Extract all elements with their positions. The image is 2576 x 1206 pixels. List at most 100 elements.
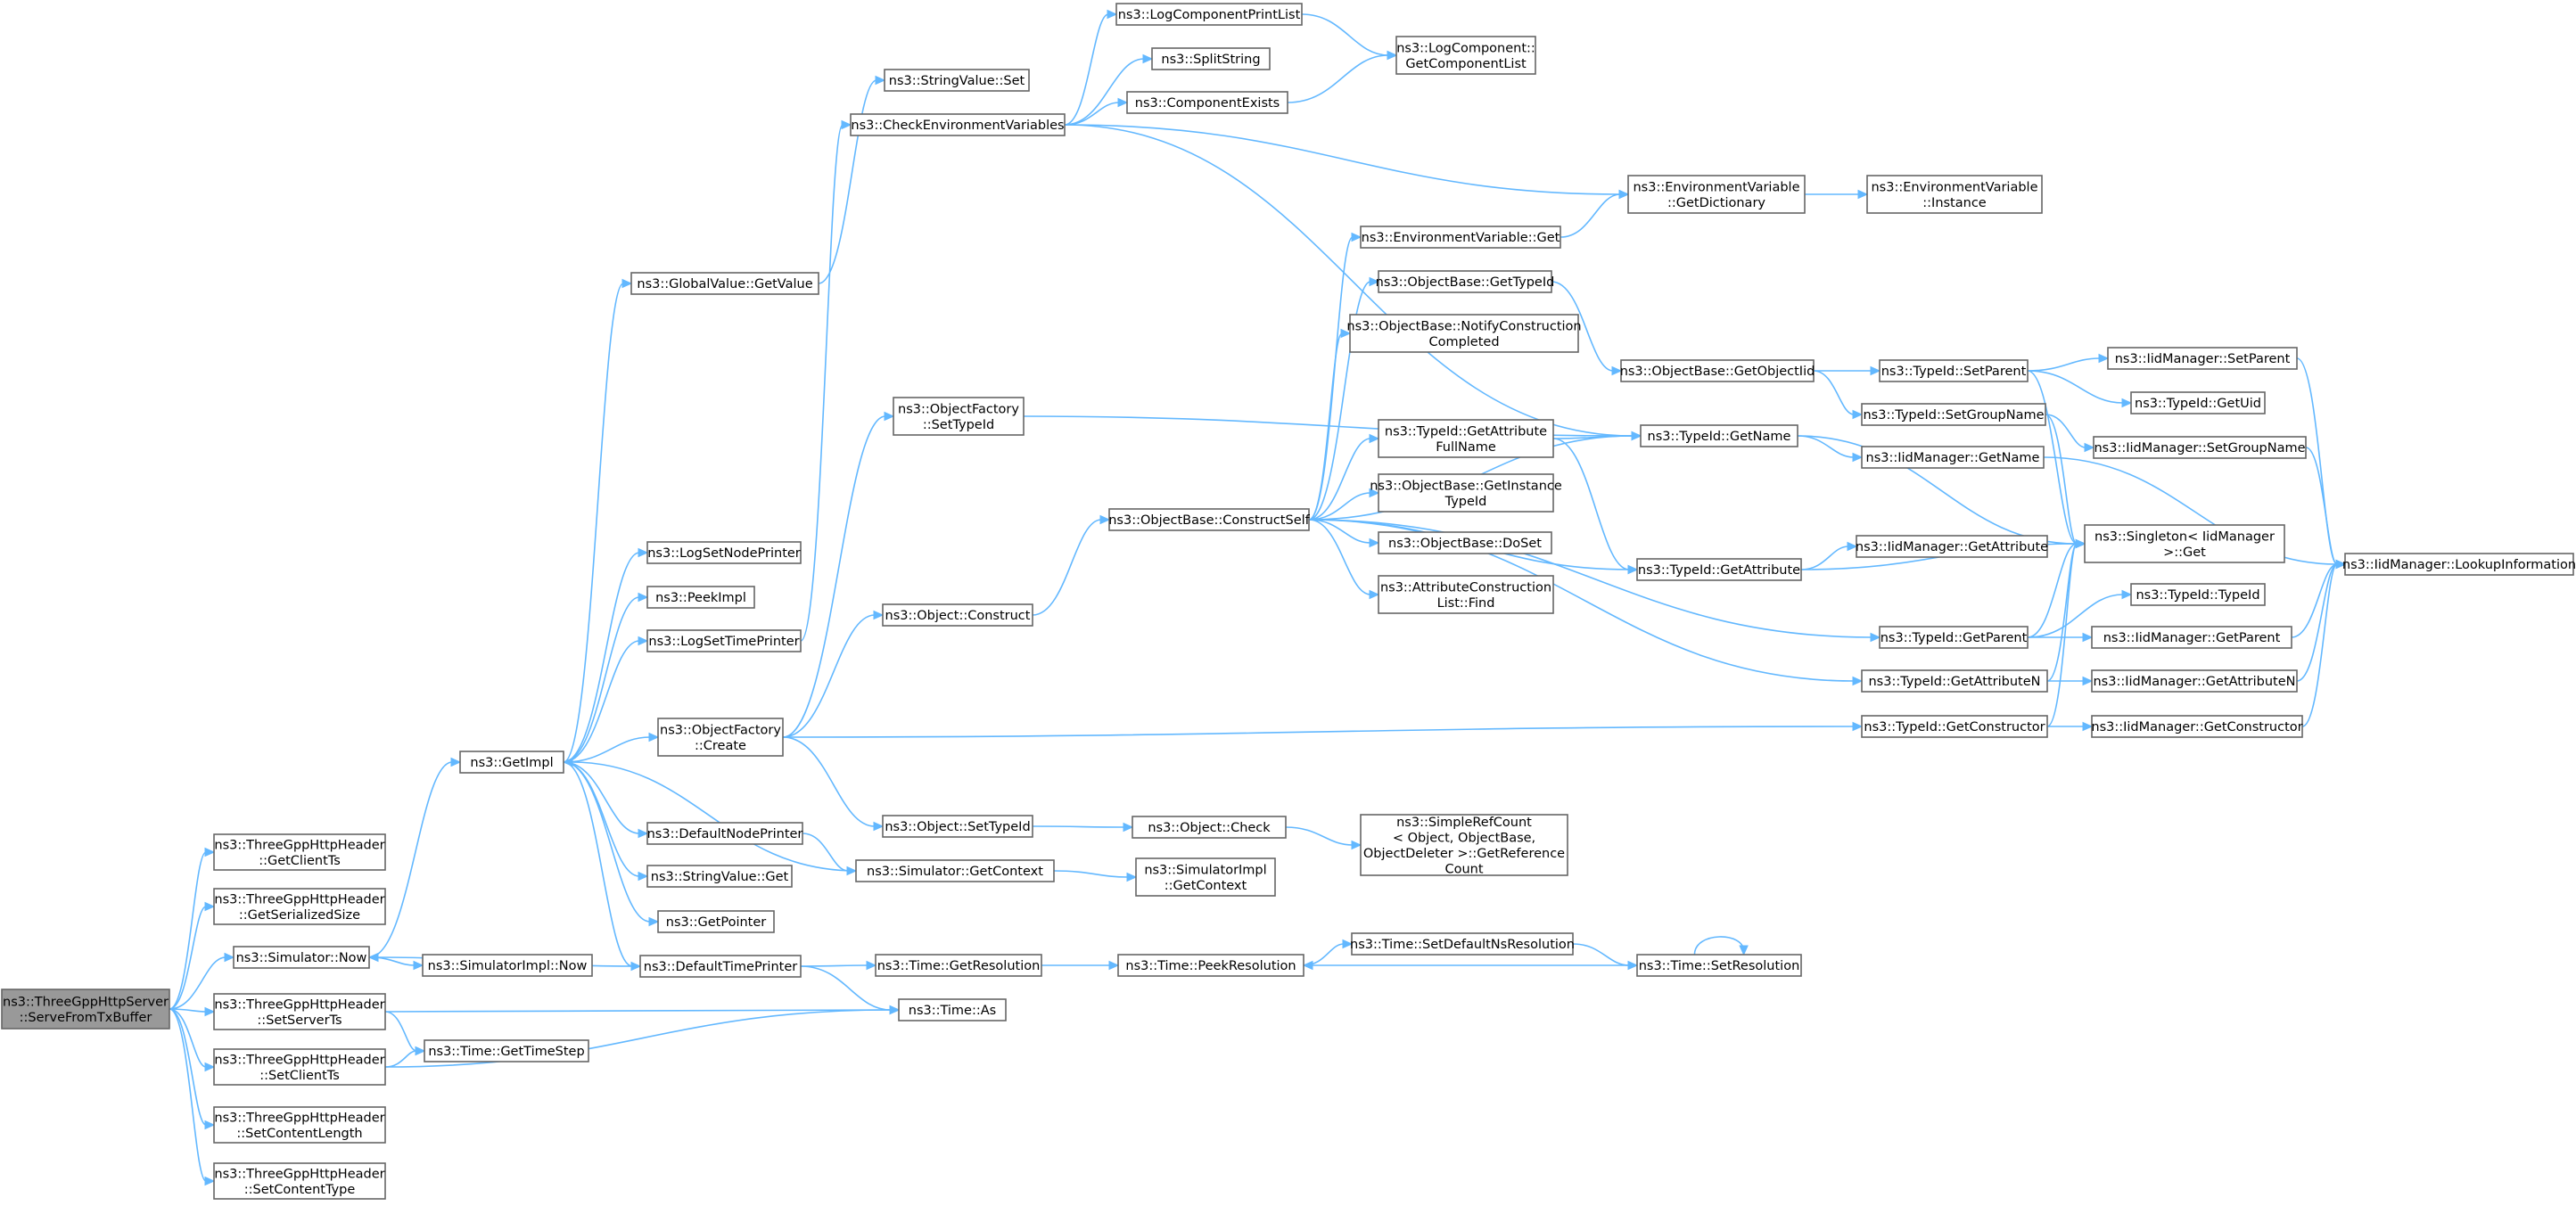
node-objectConstruct[interactable]: ns3::Object::Construct (882, 603, 1033, 627)
node-box[interactable] (898, 998, 1007, 1021)
node-getClientTs[interactable]: ns3::ThreeGppHttpHeader::GetClientTs (213, 833, 386, 871)
node-box[interactable] (424, 1039, 589, 1062)
node-iidGetConstructor[interactable]: ns3::IidManager::GetConstructor (2091, 715, 2303, 738)
node-box[interactable] (2084, 524, 2285, 563)
node-objBaseConstructSelf[interactable]: ns3::ObjectBase::ConstructSelf (1108, 508, 1311, 531)
node-box[interactable] (2344, 553, 2574, 576)
node-typeIdGetUid[interactable]: ns3::TypeId::GetUid (2130, 391, 2266, 414)
node-setContentType[interactable]: ns3::ThreeGppHttpHeader::SetContentType (213, 1162, 386, 1200)
node-box[interactable] (646, 586, 755, 609)
node-box[interactable] (1861, 669, 2048, 693)
node-box[interactable] (1866, 175, 2043, 214)
node-box[interactable] (1636, 954, 1802, 977)
node-box[interactable] (875, 954, 1042, 977)
node-typeIdSetGroupName[interactable]: ns3::TypeId::SetGroupName (1861, 403, 2046, 426)
node-timeGetTimeStep[interactable]: ns3::Time::GetTimeStep (424, 1039, 589, 1062)
node-envVarGetDictionary[interactable]: ns3::EnvironmentVariable::GetDictionary (1627, 175, 1806, 214)
node-box[interactable] (1135, 857, 1276, 897)
node-box[interactable] (2093, 436, 2307, 459)
node-box[interactable] (213, 1162, 386, 1200)
node-objectSetTypeId[interactable]: ns3::Object::SetTypeId (882, 815, 1033, 838)
node-box[interactable] (1861, 446, 2045, 469)
node-box[interactable] (1132, 816, 1287, 839)
node-box[interactable] (646, 541, 802, 564)
node-objBaseNotify[interactable]: ns3::ObjectBase::NotifyConstructionCompl… (1346, 314, 1582, 353)
node-objBaseGetObjectIid[interactable]: ns3::ObjectBase::GetObjectIid (1620, 359, 1815, 382)
node-box[interactable] (1151, 47, 1271, 70)
node-objectCheck[interactable]: ns3::Object::Check (1132, 816, 1287, 839)
node-typeIdGetAttribute[interactable]: ns3::TypeId::GetAttribute (1636, 558, 1802, 581)
node-getImpl[interactable]: ns3::GetImpl (459, 751, 564, 774)
node-box[interactable] (213, 1048, 386, 1086)
node-box[interactable] (213, 833, 386, 871)
node-box[interactable] (1360, 226, 1561, 249)
node-timeSetDefaultNsRes[interactable]: ns3::Time::SetDefaultNsResolution (1350, 932, 1575, 956)
node-typeIdGetConstructor[interactable]: ns3::TypeId::GetConstructor (1861, 715, 2048, 738)
node-typeIdGetName[interactable]: ns3::TypeId::GetName (1640, 424, 1798, 447)
node-globalGetValue[interactable]: ns3::GlobalValue::GetValue (630, 272, 819, 295)
node-splitString[interactable]: ns3::SplitString (1151, 47, 1271, 70)
node-envVarInstance[interactable]: ns3::EnvironmentVariable::Instance (1866, 175, 2043, 214)
node-typeIdSetParent[interactable]: ns3::TypeId::SetParent (1879, 359, 2029, 382)
node-box[interactable] (1351, 932, 1574, 956)
node-iidSetGroupName[interactable]: ns3::IidManager::SetGroupName (2093, 436, 2307, 459)
node-singletonGet[interactable]: ns3::Singleton< IidManager >::Get (2084, 524, 2285, 563)
node-box[interactable] (893, 397, 1025, 436)
node-serve[interactable]: ns3::ThreeGppHttpServer::ServeFromTxBuff… (1, 989, 170, 1030)
node-envVarGet[interactable]: ns3::EnvironmentVariable::Get (1360, 226, 1561, 249)
node-objFactorySetTypeId[interactable]: ns3::ObjectFactory::SetTypeId (893, 397, 1025, 436)
node-box[interactable] (1879, 359, 2029, 382)
node-box[interactable] (233, 946, 370, 969)
node-box[interactable] (213, 993, 386, 1030)
node-box[interactable] (882, 603, 1033, 627)
node-typeIdGetAttributeN[interactable]: ns3::TypeId::GetAttributeN (1861, 669, 2048, 693)
node-stringValueSet[interactable]: ns3::StringValue::Set (884, 69, 1030, 92)
node-box[interactable] (1117, 954, 1304, 977)
node-logCompGetList[interactable]: ns3::LogComponent::GetComponentList (1395, 36, 1536, 75)
node-timeGetResolution[interactable]: ns3::Time::GetResolution (875, 954, 1042, 977)
node-simImplGetContext[interactable]: ns3::SimulatorImpl::GetContext (1135, 857, 1276, 897)
node-defaultTimePrinter[interactable]: ns3::DefaultTimePrinter (639, 955, 802, 978)
node-box[interactable] (1620, 359, 1815, 382)
node-logSetTimePrinter[interactable]: ns3::LogSetTimePrinter (646, 629, 802, 652)
node-box[interactable] (459, 751, 564, 774)
node-box[interactable] (657, 910, 775, 933)
node-objFactoryCreate[interactable]: ns3::ObjectFactory::Create (657, 718, 784, 757)
node-box[interactable] (646, 629, 802, 652)
node-box[interactable] (646, 822, 803, 845)
node-box[interactable] (2107, 347, 2298, 370)
node-iidGetAttributeN[interactable]: ns3::IidManager::GetAttributeN (2091, 669, 2298, 693)
node-box[interactable] (1, 989, 170, 1030)
node-typeIdGetParent[interactable]: ns3::TypeId::GetParent (1879, 626, 2029, 649)
node-box[interactable] (213, 1106, 386, 1144)
node-iidLookupInformation[interactable]: ns3::IidManager::LookupInformation (2342, 553, 2576, 576)
node-box[interactable] (657, 718, 784, 757)
node-simNow[interactable]: ns3::Simulator::Now (233, 946, 370, 969)
node-box[interactable] (850, 113, 1066, 136)
node-getSerializedSize[interactable]: ns3::ThreeGppHttpHeader::GetSerializedSi… (213, 888, 386, 925)
node-box[interactable] (1126, 91, 1288, 114)
node-box[interactable] (2091, 715, 2303, 738)
node-iidGetAttribute[interactable]: ns3::IidManager::GetAttribute (1856, 535, 2048, 558)
node-box[interactable] (1856, 535, 2048, 558)
node-box[interactable] (1640, 424, 1798, 447)
node-box[interactable] (646, 865, 793, 888)
node-checkEnvVars[interactable]: ns3::CheckEnvironmentVariables (850, 113, 1066, 136)
node-box[interactable] (1861, 403, 2046, 426)
node-box[interactable] (630, 272, 819, 295)
node-box[interactable] (1627, 175, 1806, 214)
node-box[interactable] (2130, 583, 2266, 606)
node-box[interactable] (2130, 391, 2266, 414)
node-box[interactable] (1861, 715, 2048, 738)
node-setClientTs[interactable]: ns3::ThreeGppHttpHeader::SetClientTs (213, 1048, 386, 1086)
node-timeAs[interactable]: ns3::Time::As (898, 998, 1007, 1021)
node-iidSetParent[interactable]: ns3::IidManager::SetParent (2107, 347, 2298, 370)
node-box[interactable] (2091, 626, 2292, 649)
node-timePeekResolution[interactable]: ns3::Time::PeekResolution (1117, 954, 1304, 977)
node-box[interactable] (1349, 314, 1579, 353)
node-iidGetParent[interactable]: ns3::IidManager::GetParent (2091, 626, 2292, 649)
node-box[interactable] (855, 859, 1055, 882)
